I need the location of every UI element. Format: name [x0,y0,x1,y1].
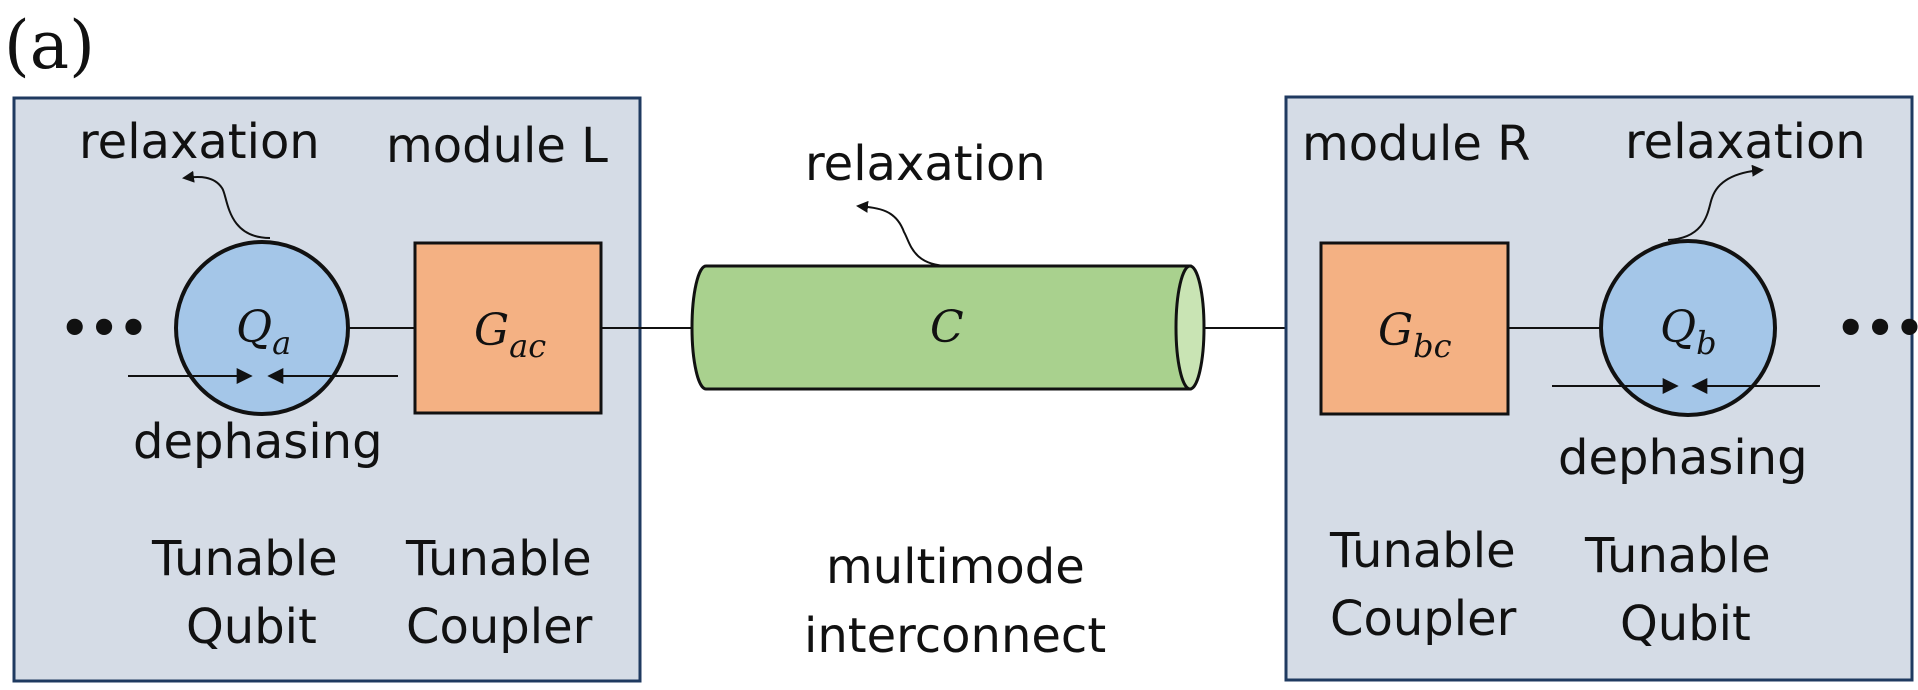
module-left-coupler-caption-line2: Coupler [406,599,593,655]
interconnect-relaxation-label: relaxation [805,136,1046,192]
interconnect-relaxation-arrow [856,200,951,267]
module-left-ellipsis: ••• [60,301,148,355]
qubit-a-symbol: Qa [236,302,291,362]
interconnect: C relaxation multimode interconnect [601,136,1321,664]
module-left-qubit-caption-line1: Tunable [151,531,338,587]
coupler-bc-node [1319,241,1510,416]
coupler-ac-node [413,241,603,415]
interconnect-caption-line1: multimode [826,539,1085,595]
qubit-b-symbol: Qb [1660,302,1717,362]
module-right-dephasing-label: dephasing [1558,430,1808,486]
module-left-coupler-caption-line1: Tunable [405,531,592,587]
interconnect-cylinder-cap [1174,264,1206,391]
module-right: module R relaxation Gbc Qb dephasing •••… [1284,95,1918,682]
module-right-qubit-caption-line1: Tunable [1584,528,1771,584]
module-left-dephasing-label: dephasing [133,414,383,470]
interconnect-caption-line2: interconnect [804,608,1106,664]
panel-label: (a) [4,7,95,84]
module-right-coupler-caption-line2: Coupler [1330,591,1517,647]
module-right-relaxation-label: relaxation [1625,114,1866,170]
interconnect-cylinder-body [690,264,1192,391]
qubit-a-node [174,240,350,416]
qubit-b-node [1599,239,1777,417]
coupler-ac-symbol: Gac [474,305,546,365]
module-right-coupler-caption-line1: Tunable [1329,523,1516,579]
module-right-qubit-caption-line2: Qubit [1620,596,1751,652]
module-left-relaxation-label: relaxation [79,114,320,170]
module-left-relaxation-arrow [182,170,271,239]
coupler-bc-symbol: Gbc [1378,305,1452,365]
interconnect-symbol: C [930,302,964,353]
module-right-title: module R [1302,116,1531,172]
module-left-title: module L [386,118,608,174]
module-right-relaxation-arrow [1667,164,1764,241]
module-right-ellipsis: ••• [1836,301,1918,355]
module-left: module L relaxation ••• Qa dephasing Gac… [12,96,642,683]
module-left-qubit-caption-line2: Qubit [186,599,317,655]
